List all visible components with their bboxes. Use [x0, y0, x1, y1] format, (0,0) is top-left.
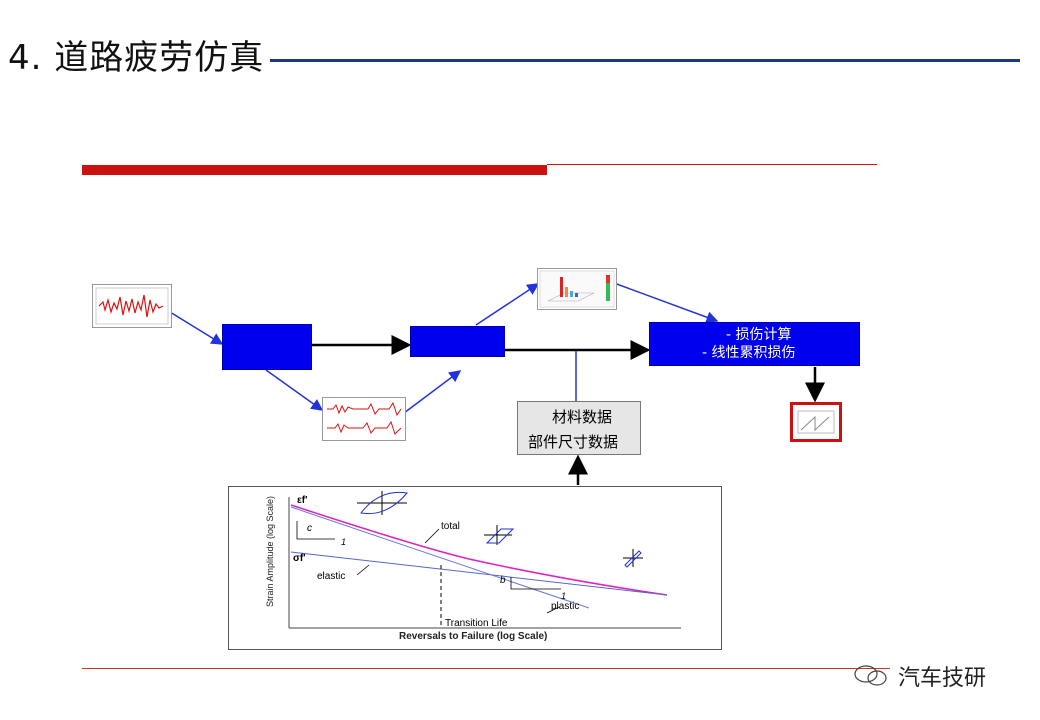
load-signal-thumbnail: [92, 284, 172, 328]
watermark-text: 汽车技研: [898, 666, 987, 691]
hysteresis-loop-small: [623, 549, 643, 568]
ylabel: Strain Amplitude (log Scale): [265, 496, 275, 607]
material-data-box: 材料数据 部件尺寸数据: [517, 401, 641, 455]
material-line-2: 部件尺寸数据: [528, 433, 619, 451]
section-red-rule: [547, 164, 877, 165]
label-one-c: 1: [341, 537, 346, 547]
strain-life-chart: Strain Amplitude (log Scale) Reversals t…: [228, 486, 722, 650]
label-ef: εf': [297, 495, 307, 506]
process-box-1: [222, 324, 312, 370]
label-c: c: [307, 523, 312, 534]
slope-b-triangle: [510, 577, 561, 590]
total-curve: [290, 504, 668, 596]
slope-c-triangle: [296, 521, 335, 540]
arrow-box1-to-filtered: [265, 369, 324, 411]
label-b: b: [500, 575, 506, 586]
filtered-signal-thumbnail: [322, 397, 406, 441]
arrow-filtered-to-box2: [403, 370, 462, 414]
label-total: total: [441, 521, 460, 532]
label-elastic: elastic: [317, 571, 345, 582]
arrow-box2-to-rainflow: [475, 283, 540, 326]
damage-line-2: - 线性累积损伤: [702, 345, 796, 361]
footer-rule: [82, 668, 890, 669]
wechat-icon: [854, 665, 887, 686]
process-box-2: [410, 326, 505, 357]
hysteresis-loop-medium: [484, 525, 515, 545]
label-sf: σf': [293, 553, 306, 564]
label-transition: Transition Life: [445, 618, 508, 629]
rainflow-histogram-thumbnail: [537, 268, 617, 310]
damage-calculation-box: - 损伤计算 - 线性累积损伤: [649, 322, 860, 366]
fatigue-result-thumbnail: [790, 402, 842, 442]
title-underline: [270, 59, 1020, 62]
section-red-bar: [82, 165, 547, 175]
xlabel: Reversals to Failure (log Scale): [399, 631, 547, 642]
label-one-b: 1: [561, 591, 566, 601]
plastic-line: [290, 506, 590, 609]
page-title: 4. 道路疲劳仿真: [8, 38, 265, 78]
label-plastic: plastic: [551, 601, 579, 612]
arrow-rainflow-to-damage: [613, 282, 719, 323]
material-line-1: 材料数据: [552, 408, 613, 426]
hysteresis-loop-large: [357, 491, 408, 515]
elastic-line: [290, 551, 668, 596]
arrow-signal-to-box1: [169, 311, 224, 345]
damage-line-1: - 损伤计算: [726, 327, 792, 343]
